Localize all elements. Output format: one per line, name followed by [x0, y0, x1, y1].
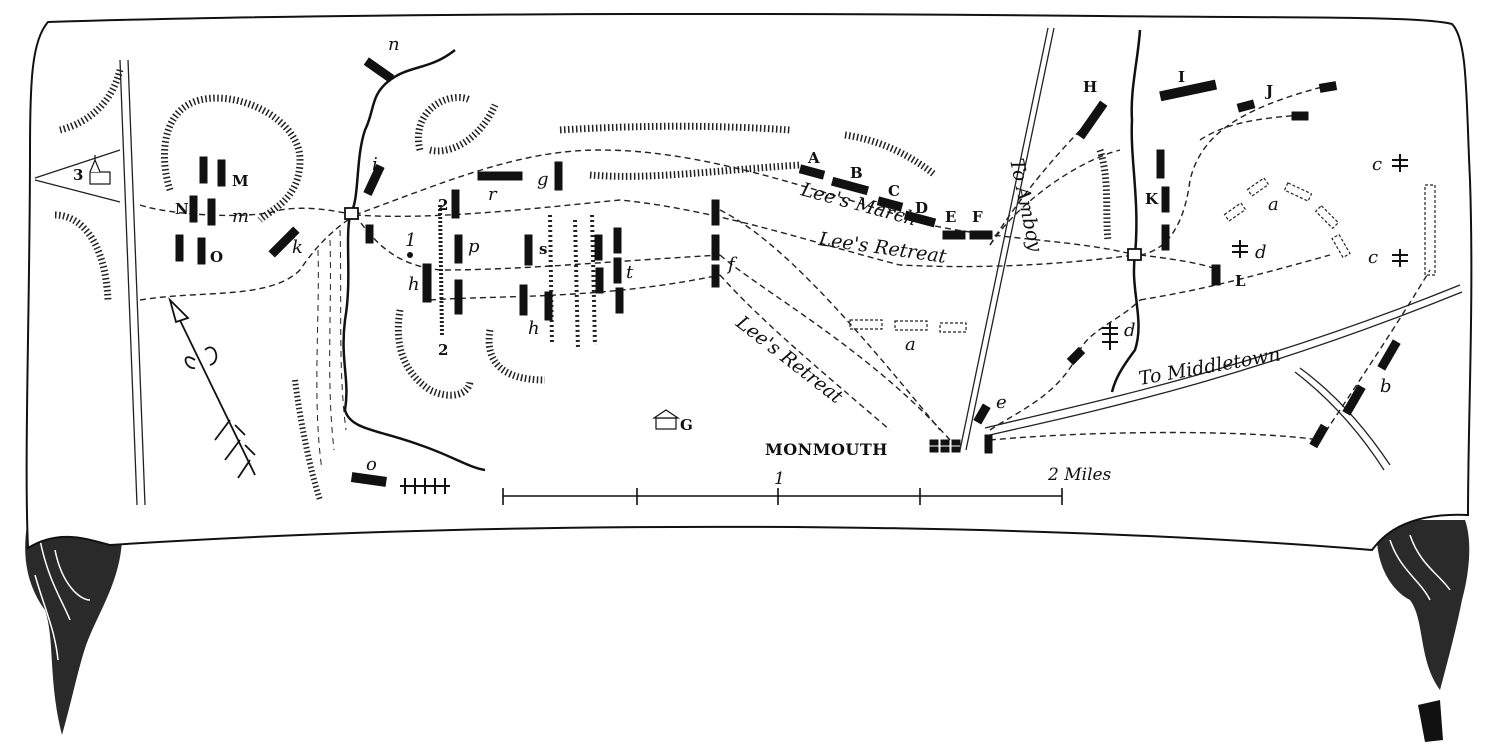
- unit-label-a-lower-2: a: [1268, 194, 1279, 215]
- unit-label-n-lower: n: [388, 34, 400, 55]
- dashed-units: [849, 177, 1436, 333]
- unit-label-d-upper: D: [915, 199, 928, 217]
- house-icon: [652, 409, 680, 430]
- bridges: [344, 207, 1142, 261]
- unit-label-a-lower-1: a: [905, 334, 916, 355]
- unit-label-p-lower: p: [468, 236, 480, 257]
- point-number: 1: [405, 230, 416, 251]
- marsh: [292, 229, 347, 501]
- unit-label-i-upper: I: [1178, 68, 1185, 86]
- ridge-number-lower: 2: [438, 341, 448, 359]
- unit-label-a-upper: A: [807, 149, 820, 167]
- unit-label-h-upper: H: [1083, 78, 1097, 96]
- point-marker: [407, 252, 413, 258]
- banner-frame: [25, 13, 1473, 552]
- unit-label-j-upper: J: [1264, 82, 1273, 100]
- scale-bar: [502, 488, 1063, 505]
- scroll-right-end: [1376, 520, 1470, 742]
- unit-label-k-lower: k: [292, 237, 303, 258]
- unit-label-f-upper: F: [972, 208, 983, 226]
- church-icon: [89, 155, 111, 185]
- unit-label-h-lower-1: h: [408, 274, 420, 295]
- scale-mid-label: 1: [774, 469, 785, 489]
- unit-label-k-upper: K: [1145, 190, 1159, 208]
- unit-label-m-lower: m: [232, 206, 249, 227]
- roads: [34, 27, 1463, 506]
- unit-label-r-lower: r: [488, 184, 498, 205]
- unit-label-c-upper: C: [888, 182, 900, 200]
- terrain-hills: [54, 69, 1112, 399]
- unit-label-b-lower: b: [1380, 376, 1392, 397]
- unit-label-i-lower: i: [372, 154, 378, 175]
- unit-label-m-upper: M: [232, 172, 249, 190]
- unit-label-e-lower: e: [996, 392, 1007, 413]
- artillery-marks: [400, 154, 1408, 494]
- unit-label-d-lower-1: d: [1255, 242, 1267, 263]
- unit-label-o-upper: O: [210, 248, 223, 266]
- unit-label-e-upper: E: [945, 208, 956, 226]
- unit-label-d-lower-2: d: [1124, 320, 1136, 341]
- troop-blocks: [175, 57, 1401, 487]
- unit-label-l-upper: L: [1235, 272, 1246, 290]
- building-label: G: [680, 416, 693, 434]
- church-number: 3: [73, 166, 83, 184]
- unit-label-t-lower: t: [626, 262, 634, 283]
- unit-label-c-lower-1: c: [1372, 154, 1382, 175]
- unit-label-o-lower: o: [366, 454, 377, 475]
- scroll-left-end: [25, 520, 123, 735]
- unit-label-n-upper: N: [175, 200, 189, 218]
- ridge-number-upper: 2: [438, 196, 448, 214]
- unit-label-s-lower: s: [539, 240, 547, 258]
- unit-label-h-lower-2: h: [528, 318, 540, 339]
- town-label-monmouth: MONMOUTH: [765, 440, 888, 459]
- troop-routes: [139, 84, 1431, 441]
- north-arrow-icon: [168, 296, 256, 479]
- unit-label-c-lower-2: c: [1368, 247, 1378, 268]
- terrain-ridges: [438, 204, 597, 351]
- scale-end-label: 2 Miles: [1047, 465, 1112, 485]
- unit-label-g-lower: g: [537, 169, 549, 190]
- unit-label-b-upper: B: [850, 164, 863, 182]
